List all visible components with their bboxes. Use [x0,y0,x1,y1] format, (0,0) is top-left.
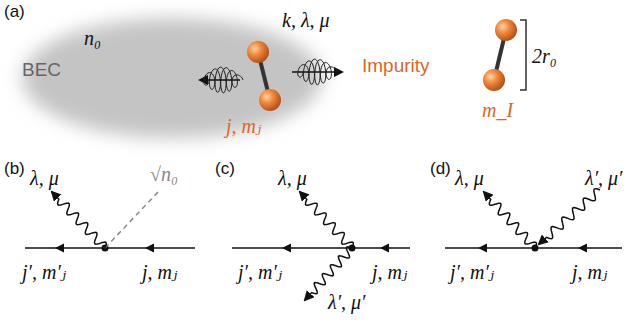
impurity-label: Impurity [362,56,430,75]
phonon-label: λ′, μ′ [328,292,365,312]
phonon-label: λ, μ [30,168,59,188]
phonon-packet [204,67,243,93]
panel-label: (a) [4,3,25,20]
panel-label: (c) [215,160,235,177]
vertex [102,245,539,252]
panel-label: (d) [430,160,451,177]
phonon-packets [204,59,337,93]
condensate-line [105,190,160,248]
phonon-label: λ, μ [455,168,484,188]
bec-cloud [22,18,322,138]
phonon-line [539,189,600,244]
phonon-label: λ′, μ′ [585,168,622,188]
density-label: n₀ [84,28,101,48]
condensate-label: √n₀ [150,164,178,184]
state-label: m_I [482,100,513,120]
phonon-arrow [292,71,342,73]
state-label: j, mⱼ [226,116,261,136]
molecule [247,41,281,111]
phonon-line [484,192,536,248]
state-label: j′, m′ⱼ [238,262,282,282]
state-label: j′, m′ⱼ [22,262,66,282]
size-label: 2r₀ [532,46,557,66]
molecule [483,19,517,91]
phonon-packet [298,59,337,85]
size-bracket [520,20,526,90]
state-label: j, mⱼ [372,262,407,282]
panel-label: (b) [4,160,25,177]
propagator-arrow [55,244,587,253]
state-label: j′, m′ⱼ [450,262,494,282]
phonon-label: k, λ, μ [282,10,330,30]
bec-label: BEC [22,60,61,79]
state-label: j, mⱼ [142,262,177,282]
phonon-line [300,192,353,248]
phonon-lines [52,189,600,300]
phonon-line [52,192,106,248]
state-label: j, mⱼ [572,262,607,282]
phonon-label: λ, μ [278,168,307,188]
